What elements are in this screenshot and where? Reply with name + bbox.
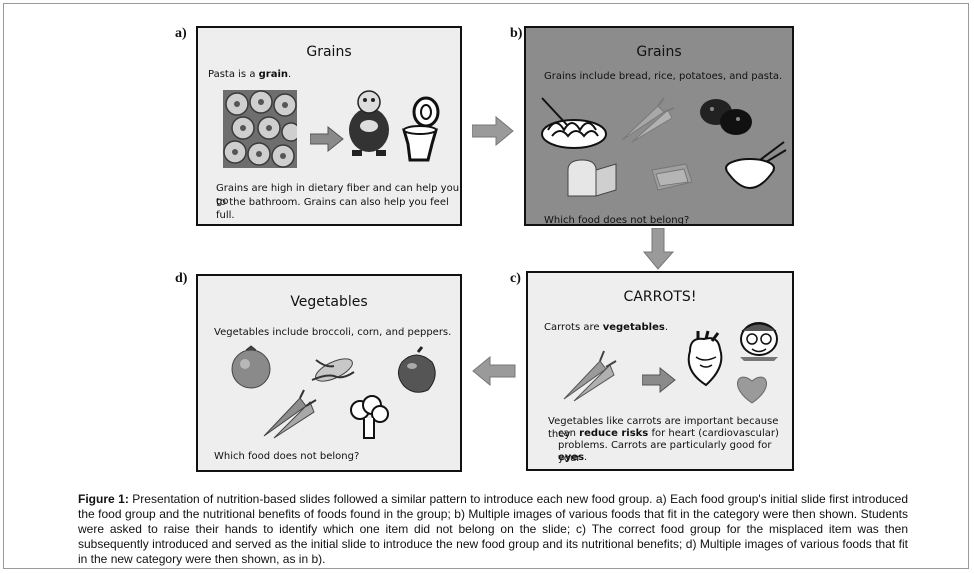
figure-frame: a) Grains Pasta is a grain. bbox=[3, 3, 969, 569]
panel-label-d: d) bbox=[175, 271, 188, 286]
slide-d: Vegetables Vegetables include broccoli, … bbox=[196, 274, 462, 472]
slide-d-question: Which food does not belong? bbox=[214, 451, 360, 462]
anatomical-heart-icon bbox=[687, 330, 723, 387]
pasta-photo bbox=[223, 90, 297, 168]
slide-d-title: Vegetables bbox=[290, 294, 368, 310]
slide-a-body-1: Grains are high in dietary fiber and can… bbox=[216, 183, 460, 207]
slide-a-intro: Pasta is a grain. bbox=[208, 69, 292, 80]
toilet-icon bbox=[402, 96, 440, 162]
panel-label-a: a) bbox=[175, 26, 187, 41]
slide-b-question: Which food does not belong? bbox=[544, 215, 690, 226]
slide-c-body-4: eyes. bbox=[558, 452, 588, 463]
slide-a: Grains Pasta is a grain. bbox=[196, 26, 462, 226]
slide-b: Grains Grains include bread, rice, potat… bbox=[524, 26, 794, 226]
slide-a-body-2: to the bathroom. Grains can also help yo… bbox=[216, 197, 449, 221]
arrow-icon bbox=[642, 367, 676, 393]
slide-d-subtitle: Vegetables include broccoli, corn, and p… bbox=[214, 327, 452, 338]
carrot-icon bbox=[263, 389, 317, 439]
cartoon-face-icon bbox=[740, 322, 778, 361]
slide-a-title: Grains bbox=[306, 44, 352, 60]
potatoes-icon bbox=[700, 99, 752, 135]
bread-icon bbox=[567, 159, 617, 197]
crackers-icon bbox=[651, 163, 693, 191]
rice-bowl-icon bbox=[725, 141, 787, 189]
slide-c-intro: Carrots are vegetables. bbox=[544, 322, 668, 333]
arrow-right-a-to-b bbox=[472, 116, 514, 146]
slide-c-title: CARROTS! bbox=[623, 289, 697, 305]
arrow-down-b-to-c bbox=[643, 228, 675, 270]
round-vegetable-icon bbox=[231, 345, 271, 389]
figure-caption: Figure 1: Presentation of nutrition-base… bbox=[78, 492, 908, 567]
corn-icon bbox=[311, 358, 355, 382]
figure-label: Figure 1: bbox=[78, 492, 129, 506]
slide-b-title: Grains bbox=[636, 44, 682, 60]
slide-c-body-1: Vegetables like carrots are important be… bbox=[548, 416, 779, 440]
panel-label-b: b) bbox=[510, 26, 523, 41]
caption-text: Presentation of nutrition-based slides f… bbox=[78, 492, 909, 566]
slide-c: CARROTS! Carrots are vegetables. bbox=[526, 271, 794, 471]
heart-icon bbox=[737, 376, 767, 404]
arrow-left-c-to-d bbox=[472, 356, 516, 386]
slide-c-body-2: can reduce risks for heart (cardiovascul… bbox=[558, 428, 779, 439]
cartoon-man-icon bbox=[349, 90, 389, 156]
broccoli-icon bbox=[350, 395, 389, 439]
panel-label-c: c) bbox=[510, 271, 521, 286]
slide-c-body-3: problems. Carrots are particularly good … bbox=[558, 440, 772, 464]
arrow-icon bbox=[310, 126, 344, 152]
slide-b-subtitle: Grains include bread, rice, potatoes, an… bbox=[544, 71, 783, 82]
spaghetti-icon bbox=[541, 97, 607, 149]
carrot-faded-icon bbox=[621, 97, 675, 143]
carrot-icon bbox=[563, 350, 617, 402]
pepper-icon bbox=[398, 346, 436, 393]
